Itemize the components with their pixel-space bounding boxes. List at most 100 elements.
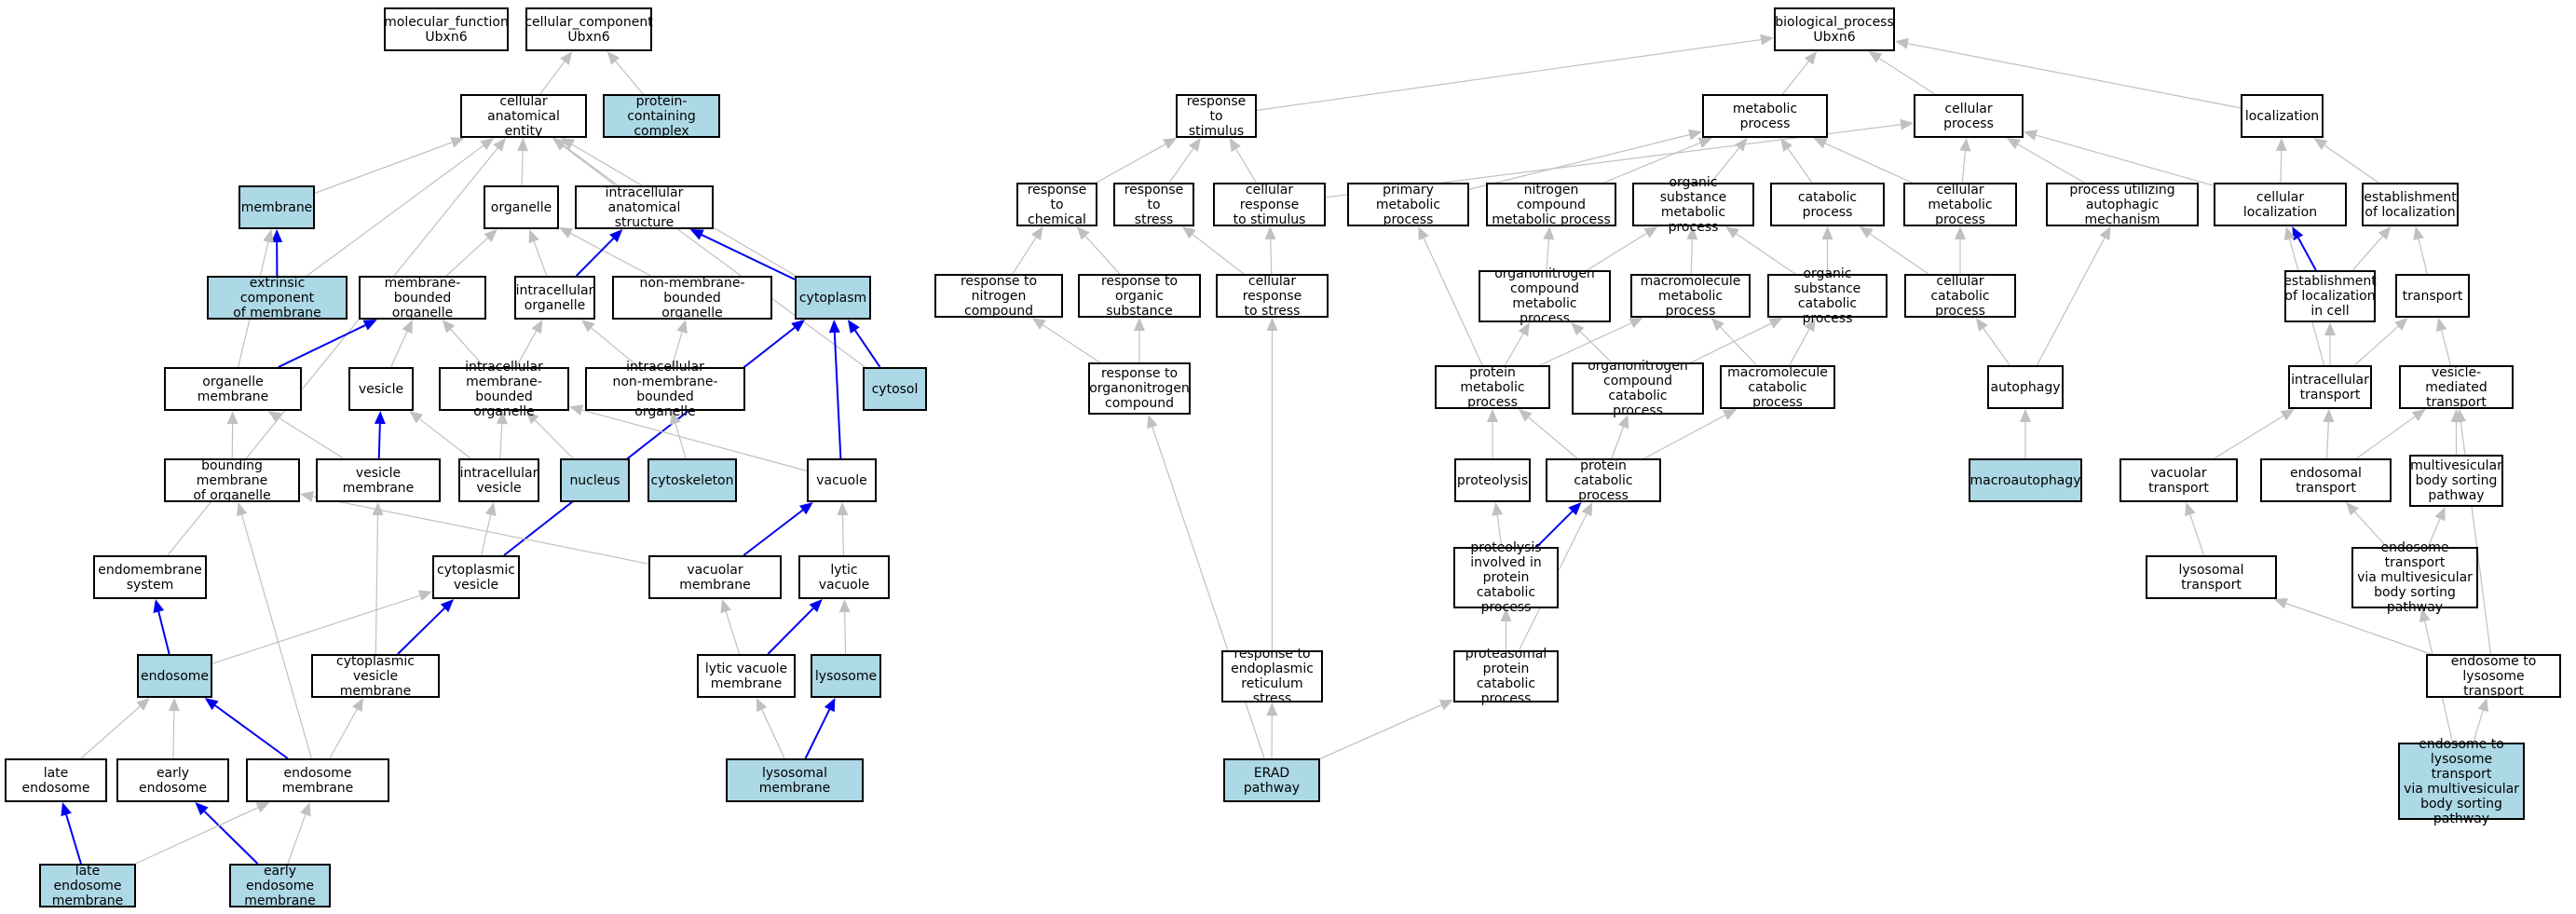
node-early-endosome[interactable]: early endosome — [116, 758, 229, 802]
node-endomembrane-system[interactable]: endomembrane system — [93, 555, 207, 599]
node-cytoplasmic-vesicle[interactable]: cytoplasmic vesicle — [432, 555, 520, 599]
edge-arrowhead — [1617, 415, 1629, 430]
edge-arrowhead — [1438, 700, 1453, 711]
node-proteolysis-involved-in-protein-catabolic-process[interactable]: proteolysis involved in protein cataboli… — [1453, 540, 1559, 615]
node-lytic-vacuole-membrane[interactable]: lytic vacuole membrane — [697, 654, 796, 698]
edge-arrowhead — [1518, 409, 1533, 422]
node-autophagy[interactable]: autophagy — [1987, 365, 2064, 409]
edge-arrowhead — [720, 599, 731, 614]
node-proteolysis[interactable]: proteolysis — [1454, 458, 1531, 502]
node-non-membrane-bounded-organelle[interactable]: non-membrane-bounded organelle — [612, 276, 772, 321]
node-multivesicular-body-sorting-pathway[interactable]: multivesicular body sorting pathway — [2409, 455, 2503, 507]
node-response-to-stress[interactable]: response to stress — [1113, 183, 1194, 227]
edge-n_etvmbsp-to-n_mbsp — [2427, 518, 2441, 548]
node-organic-substance-catabolic-process[interactable]: organic substance catabolic process — [1767, 266, 1888, 326]
node-molecular-function[interactable]: molecular_function Ubxn6 — [384, 7, 509, 51]
node-intracellular-transport[interactable]: intracellular transport — [2288, 365, 2372, 409]
node-intracellular-anatomical-structure[interactable]: intracellular anatomical structure — [575, 185, 714, 230]
node-vacuolar-transport[interactable]: vacuolar transport — [2119, 458, 2238, 502]
node-erad-pathway[interactable]: ERAD pathway — [1223, 758, 1320, 802]
node-protein-metabolic-process[interactable]: protein metabolic process — [1435, 365, 1550, 410]
node-process-utilizing-autophagic-mechanism[interactable]: process utilizing autophagic mechanism — [2046, 183, 2199, 227]
node-nitrogen-compound-metabolic-process[interactable]: nitrogen compound metabolic process — [1486, 183, 1616, 227]
node-vesicle-membrane[interactable]: vesicle membrane — [316, 458, 441, 502]
node-cellular-catabolic-process[interactable]: cellular catabolic process — [1904, 274, 2016, 319]
node-response-to-endoplasmic-reticulum-stress[interactable]: response to endoplasmic reticulum stress — [1221, 647, 1323, 706]
node-catabolic-process[interactable]: catabolic process — [1770, 183, 1885, 226]
node-cellular-localization[interactable]: cellular localization — [2214, 183, 2347, 226]
node-intracellular-non-membrane-bounded-organelle[interactable]: intracellular non-membrane-bounded organ… — [585, 360, 745, 419]
node-extrinsic-component-of-membrane[interactable]: extrinsic component of membrane — [207, 276, 348, 321]
node-vesicle-mediated-transport[interactable]: vesicle-mediated transport — [2399, 365, 2514, 410]
node-cellular-component[interactable]: cellular_component Ubxn6 — [525, 7, 653, 51]
node-localization[interactable]: localization — [2241, 94, 2324, 138]
edge-n_ncmp-to-n_mp — [1603, 142, 1701, 184]
node-primary-metabolic-process[interactable]: primary metabolic process — [1347, 183, 1469, 227]
node-endosome[interactable]: endosome — [137, 654, 212, 698]
node-membrane-bounded-organelle[interactable]: membrane-bounded organelle — [359, 276, 486, 321]
node-response-to-nitrogen-compound[interactable]: response to nitrogen compound — [934, 274, 1063, 319]
node-cellular-response-to-stimulus[interactable]: cellular response to stimulus — [1213, 183, 1326, 227]
node-establishment-of-localization[interactable]: establishment of localization — [2362, 183, 2459, 226]
node-cytoplasm[interactable]: cytoplasm — [795, 276, 871, 320]
node-organelle[interactable]: organelle — [484, 185, 559, 229]
node-proteasomal-protein-catabolic-process[interactable]: proteasomal protein catabolic process — [1453, 647, 1559, 706]
node-macroautophagy[interactable]: macroautophagy — [1969, 458, 2082, 502]
edge-n_io-to-n_ias — [576, 238, 615, 277]
node-vesicle[interactable]: vesicle — [348, 367, 414, 411]
node-late-endosome-membrane[interactable]: late endosome membrane — [39, 864, 136, 908]
edge-arrowhead — [1229, 138, 1241, 153]
node-membrane[interactable]: membrane — [239, 185, 315, 229]
node-response-to-organic-substance[interactable]: response to organic substance — [1078, 274, 1201, 319]
node-organic-substance-metabolic-process[interactable]: organic substance metabolic process — [1632, 175, 1754, 235]
node-vacuolar-membrane[interactable]: vacuolar membrane — [648, 555, 782, 599]
node-endosome-membrane[interactable]: endosome membrane — [246, 758, 389, 802]
edge-n_vt-to-n_it — [2214, 415, 2284, 459]
node-intracellular-vesicle[interactable]: intracellular vesicle — [458, 458, 539, 502]
node-cellular-metabolic-process[interactable]: cellular metabolic process — [1903, 183, 2017, 227]
node-protein-catabolic-process[interactable]: protein catabolic process — [1546, 458, 1661, 503]
node-organonitrogen-compound-catabolic-process[interactable]: organonitrogen compound catabolic proces… — [1572, 359, 1704, 418]
edge-arrowhead — [824, 698, 836, 713]
node-macromolecule-metabolic-process[interactable]: macromolecule metabolic process — [1630, 274, 1751, 319]
node-endosome-to-lysosome-transport-via-multivesicular-body-sorting-pathway[interactable]: endosome to lysosome transport via multi… — [2398, 737, 2525, 826]
node-protein-containing-complex[interactable]: protein-containing complex — [603, 94, 720, 139]
node-organelle-membrane[interactable]: organelle membrane — [164, 367, 302, 411]
node-lytic-vacuole[interactable]: lytic vacuole — [798, 555, 890, 599]
edge-arrowhead — [1147, 415, 1158, 430]
node-response-to-stimulus[interactable]: response to stimulus — [1176, 94, 1257, 139]
node-cytosol[interactable]: cytosol — [863, 367, 927, 411]
edge-n_cl-to-n_cp — [2036, 134, 2215, 186]
node-metabolic-process[interactable]: metabolic process — [1702, 94, 1828, 138]
node-transport[interactable]: transport — [2395, 274, 2470, 318]
node-cellular-anatomical-entity[interactable]: cellular anatomical entity — [460, 94, 587, 139]
node-endosomal-transport[interactable]: endosomal transport — [2260, 458, 2392, 502]
node-cellular-response-to-stress[interactable]: cellular response to stress — [1216, 274, 1329, 319]
node-lysosomal-transport[interactable]: lysosomal transport — [2146, 555, 2277, 599]
node-lysosomal-membrane[interactable]: lysosomal membrane — [726, 758, 864, 802]
node-cellular-process[interactable]: cellular process — [1914, 94, 2024, 138]
node-intracellular-membrane-bounded-organelle[interactable]: intracellular membrane-bounded organelle — [439, 360, 569, 419]
node-cytoplasmic-vesicle-membrane[interactable]: cytoplasmic vesicle membrane — [311, 654, 440, 699]
edge-n_vm-to-n_vesicle — [377, 423, 381, 459]
node-organonitrogen-compound-metabolic-process[interactable]: organonitrogen compound metabolic proces… — [1479, 266, 1611, 326]
node-bounding-membrane-of-organelle[interactable]: bounding membrane of organelle — [164, 458, 300, 503]
node-nucleus[interactable]: nucleus — [560, 458, 630, 502]
node-establishment-of-localization-in-cell[interactable]: establishment of localization in cell — [2283, 270, 2377, 322]
edge-n_it-to-n_transport — [2353, 325, 2399, 366]
node-early-endosome-membrane[interactable]: early endosome membrane — [229, 864, 331, 908]
node-late-endosome[interactable]: late endosome — [5, 758, 107, 802]
edge-arrowhead — [1581, 502, 1593, 517]
edge-n_protmp-to-n_ocmp — [1504, 333, 1524, 366]
node-endosome-to-lysosome-transport[interactable]: endosome to lysosome transport — [2426, 654, 2561, 699]
node-intracellular-organelle[interactable]: intracellular organelle — [514, 276, 595, 320]
node-lysosome[interactable]: lysosome — [811, 654, 881, 698]
node-response-to-chemical[interactable]: response to chemical — [1016, 183, 1097, 227]
node-biological-process[interactable]: biological_process Ubxn6 — [1774, 7, 1895, 51]
node-macromolecule-catabolic-process[interactable]: macromolecule catabolic process — [1720, 365, 1835, 410]
node-endosome-transport-via-multivesicular-body-sorting-pathway[interactable]: endosome transport via multivesicular bo… — [2351, 540, 2478, 615]
edge-n_ias-to-n_cae — [562, 144, 616, 186]
node-cytoskeleton[interactable]: cytoskeleton — [647, 458, 737, 502]
node-response-to-organonitrogen-compound[interactable]: response to organonitrogen compound — [1088, 362, 1191, 415]
node-vacuole[interactable]: vacuole — [807, 458, 877, 502]
